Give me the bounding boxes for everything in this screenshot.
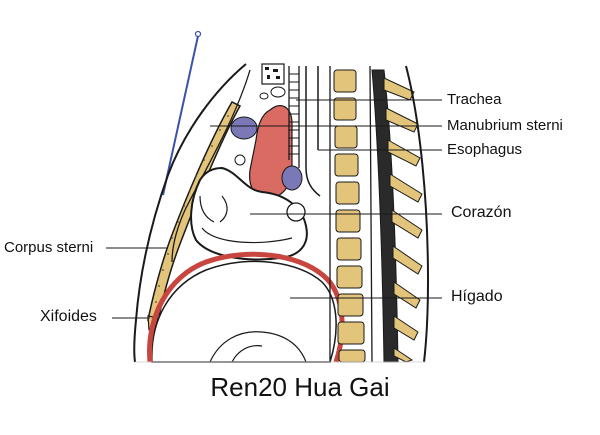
right-vein-oval — [281, 165, 303, 191]
posterior-body-outline — [405, 65, 430, 363]
anterior-body-outline — [133, 63, 247, 363]
spinous-processes — [383, 77, 423, 363]
left-vein-oval — [230, 116, 258, 140]
esophagus-tube — [305, 66, 321, 197]
label-manubrium-sterni: Manubrium sterni — [447, 117, 563, 134]
label-trachea: Trachea — [447, 91, 502, 108]
label-esophagus: Esophagus — [447, 141, 523, 158]
trachea-structure — [261, 63, 300, 168]
acupuncture-needle — [162, 30, 202, 196]
label-xiphoid: Xifoides — [40, 308, 97, 325]
label-liver: Hígado — [451, 288, 503, 305]
label-corpus-sterni: Corpus sterni — [4, 239, 94, 256]
liver — [147, 251, 345, 363]
label-heart: Corazón — [451, 204, 512, 221]
vertebral-column — [329, 65, 373, 363]
figure-caption: Ren20 Hua Gai — [210, 372, 390, 402]
heart — [190, 166, 308, 261]
leader-lines — [106, 99, 442, 319]
thoracic-cavity-outline — [171, 69, 251, 263]
